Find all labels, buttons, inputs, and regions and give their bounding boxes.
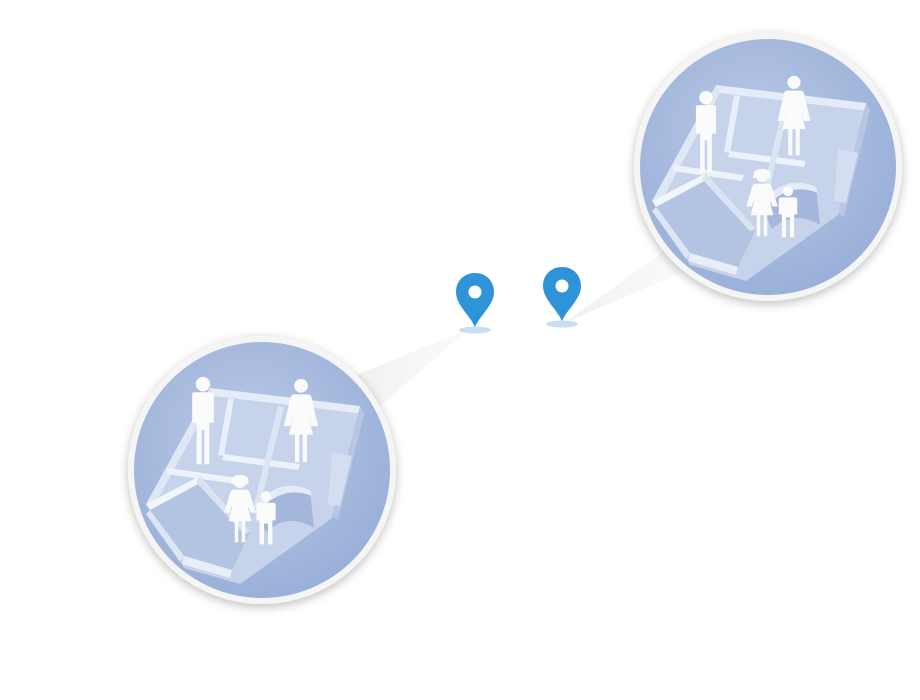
map-pin-icon-left[interactable] xyxy=(456,273,494,327)
connector-beam-left xyxy=(352,328,470,408)
map-pin-icon-right[interactable] xyxy=(543,267,581,321)
connector-beam-right xyxy=(566,248,684,322)
